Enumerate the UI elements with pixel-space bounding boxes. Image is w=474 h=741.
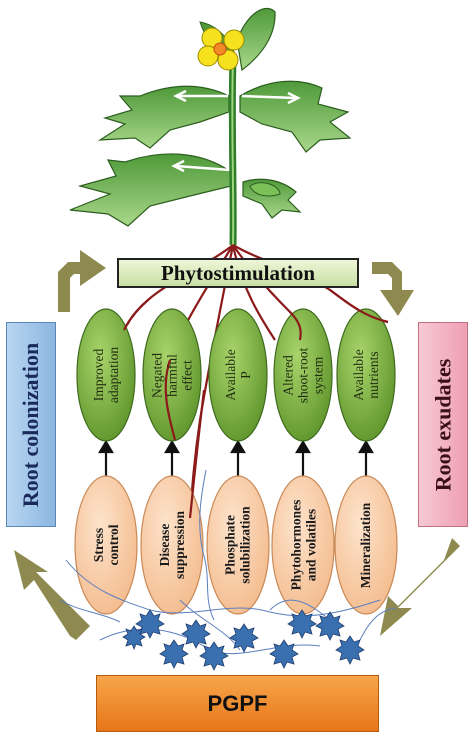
cycle-arrows xyxy=(14,250,460,640)
root-colonization-label: Root colonization xyxy=(18,342,44,507)
flower-icon xyxy=(197,27,245,71)
arrow-bottom-right xyxy=(380,538,460,636)
effect-label-available-nutrients: Available nutrients xyxy=(351,349,381,401)
mechanism-label-mineralization: Mineralization xyxy=(358,502,374,588)
arrow-top-left xyxy=(58,250,106,312)
mechanism-label-disease-suppression: Disease suppression xyxy=(157,510,187,580)
effect-label-negated-harmful-effect: Negated harmful effect xyxy=(149,352,195,398)
root-lines-front xyxy=(123,289,389,519)
mechanism-label-phosphate-solubilization: Phosphate solubilization xyxy=(223,506,254,584)
mechanism-label-phytohormones-and-volatiles: Phytohormones and volatiles xyxy=(288,499,318,591)
arrow-top-right xyxy=(372,262,414,316)
effect-label-improved-adaptation: Improved adaptation xyxy=(91,346,121,404)
mechanism-to-effect-arrows xyxy=(98,439,374,476)
effect-label-altered-shoot-root-system: Altered shoot-root system xyxy=(280,347,326,403)
mechanism-label-stress-control: Stress control xyxy=(91,524,121,566)
plant-illustration xyxy=(69,7,352,246)
root-exudates-box: Root exudates xyxy=(418,322,468,527)
phytostimulation-box: Phytostimulation xyxy=(117,258,359,288)
mechanism-ovals xyxy=(74,475,398,615)
fungal-spores xyxy=(122,609,365,671)
pgpf-box: PGPF xyxy=(96,675,379,732)
effect-ovals xyxy=(76,308,396,442)
root-exudates-label: Root exudates xyxy=(430,358,456,491)
effect-label-available-p: Available P xyxy=(223,349,253,401)
root-colonization-box: Root colonization xyxy=(6,322,56,527)
arrow-bottom-left xyxy=(14,550,90,640)
